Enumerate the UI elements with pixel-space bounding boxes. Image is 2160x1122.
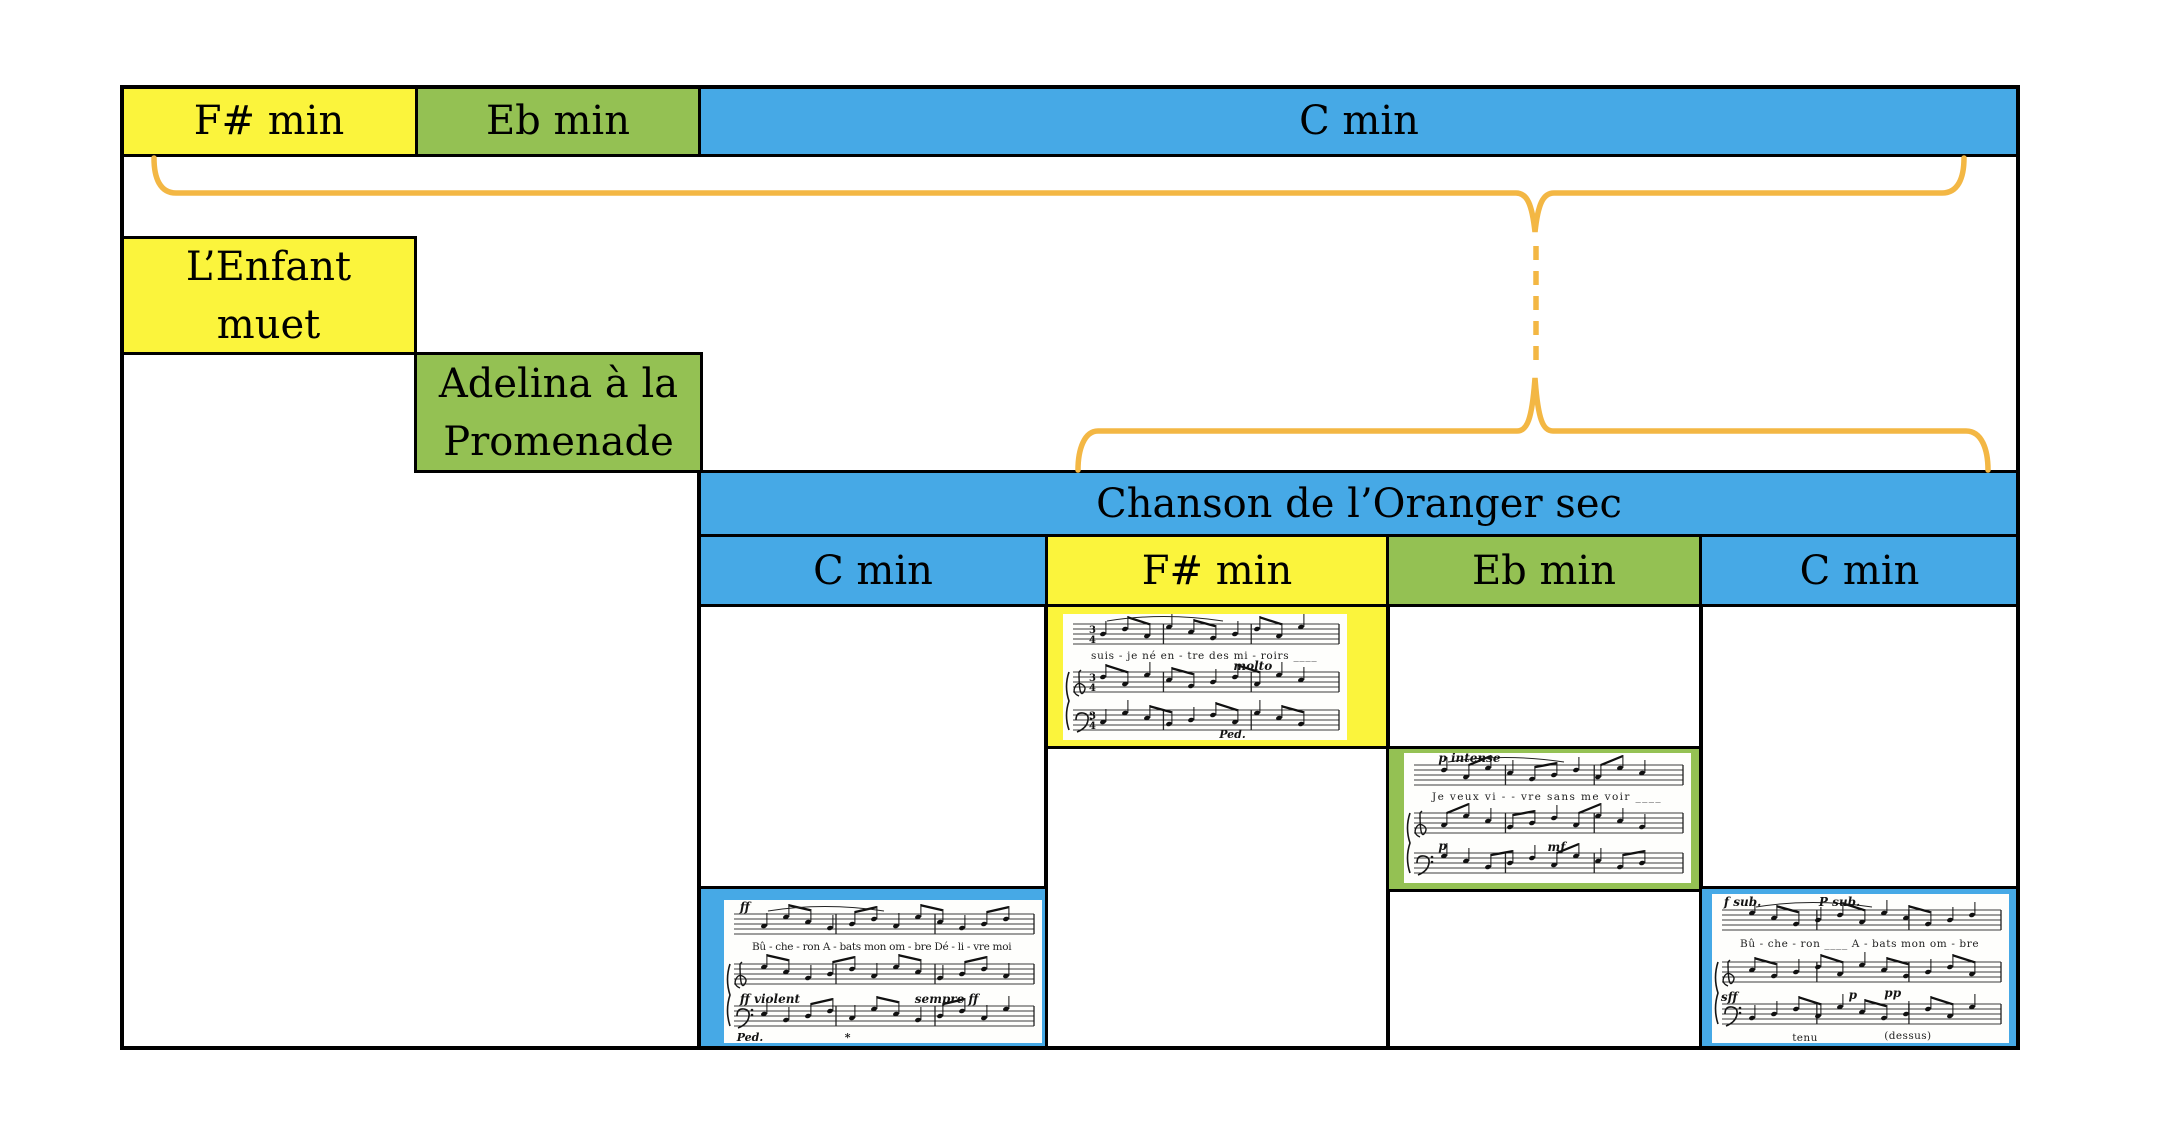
grid-line-col-left — [697, 470, 701, 1050]
chanson-key-label: C min — [1799, 547, 1920, 594]
score-text-release: * — [845, 1031, 851, 1043]
score-lyrics: Je veux vi - - vre sans me voir ____ — [1431, 791, 1661, 803]
chanson-key-label: F# min — [1141, 547, 1293, 594]
score-lyrics: Bû - che - ron ____ A - bats mon om - br… — [1740, 938, 1979, 950]
song-box-adelina: Adelina à la Promenade — [414, 352, 703, 473]
top-key-label: Eb min — [485, 98, 630, 144]
score-text-dyn_top2: P sub. — [1818, 895, 1860, 909]
score-text-pedal: Ped. — [1218, 728, 1246, 740]
top-key-cell-eb: Eb min — [415, 85, 701, 157]
top-key-label: F# min — [193, 98, 345, 144]
score-time-signature: 3 — [1089, 673, 1096, 684]
score-time-signature: 4 — [1089, 683, 1096, 694]
score-text-pedal: Ped. — [736, 1031, 764, 1043]
score-text-expression: p intense — [1438, 753, 1501, 765]
score-svg: Bû - che - ron A - bats mon om - bre Dé … — [726, 900, 1035, 1043]
music-excerpt-c1: Bû - che - ron A - bats mon om - bre Dé … — [724, 900, 1042, 1043]
score-time-signature: 3 — [1089, 711, 1096, 722]
music-excerpt-c2: Bû - che - ron ____ A - bats mon om - br… — [1712, 894, 2009, 1043]
score-text-tempo: molto — [1233, 659, 1272, 673]
song-title: Adelina à la Promenade — [438, 360, 679, 465]
score-text-dyn_top1: f sub. — [1723, 895, 1761, 909]
music-excerpt-eb: Je veux vi - - vre sans me voir ____ p in… — [1404, 753, 1691, 883]
score-lyrics: Bû - che - ron A - bats mon om - bre Dé … — [752, 941, 1012, 953]
score-text-dyn1: p — [1438, 839, 1447, 853]
score-time-signature: 3 — [1089, 625, 1096, 636]
score-text-dyn2: mf — [1548, 840, 1568, 854]
score-time-signature: 4 — [1089, 721, 1096, 732]
chanson-key-label: Eb min — [1471, 547, 1616, 594]
score-svg: Bû - che - ron ____ A - bats mon om - br… — [1714, 895, 2002, 1043]
score-text-dyn1: sff — [1721, 990, 1740, 1004]
score-text-note2: tenu — [1792, 1032, 1818, 1043]
table-outline — [120, 85, 2020, 1050]
chanson-key-cell-c2: C min — [1699, 534, 2020, 607]
song-box-enfant-muet: L’Enfant muet — [120, 236, 417, 355]
score-text-dyn2: sempre ff — [915, 992, 981, 1006]
song-box-chanson-header: Chanson de l’Oranger sec — [698, 470, 2020, 537]
top-key-label: C min — [1299, 98, 1419, 144]
song-title: L’Enfant muet — [185, 243, 352, 348]
score-text-dyn1: ff violent — [739, 992, 801, 1006]
score-svg: Je veux vi - - vre sans me voir ____ p in… — [1406, 753, 1684, 876]
score-time-signature: 4 — [1089, 635, 1096, 646]
score-text-dyn_top: ff — [739, 900, 752, 914]
score-lyrics: suis - je né en - tre des mi - roirs ___… — [1091, 650, 1317, 662]
chanson-key-cell-eb: Eb min — [1386, 534, 1702, 607]
score-text-note1: (dessus) — [1884, 1030, 1931, 1042]
grid-line-col-1 — [1044, 534, 1048, 1050]
chanson-key-label: C min — [813, 547, 933, 594]
chanson-key-cell-c1: C min — [698, 534, 1048, 607]
score-text-dyn3: pp — [1884, 986, 1901, 1000]
song-title: Chanson de l’Oranger sec — [1096, 480, 1622, 527]
score-text-dyn2: p — [1849, 988, 1858, 1002]
